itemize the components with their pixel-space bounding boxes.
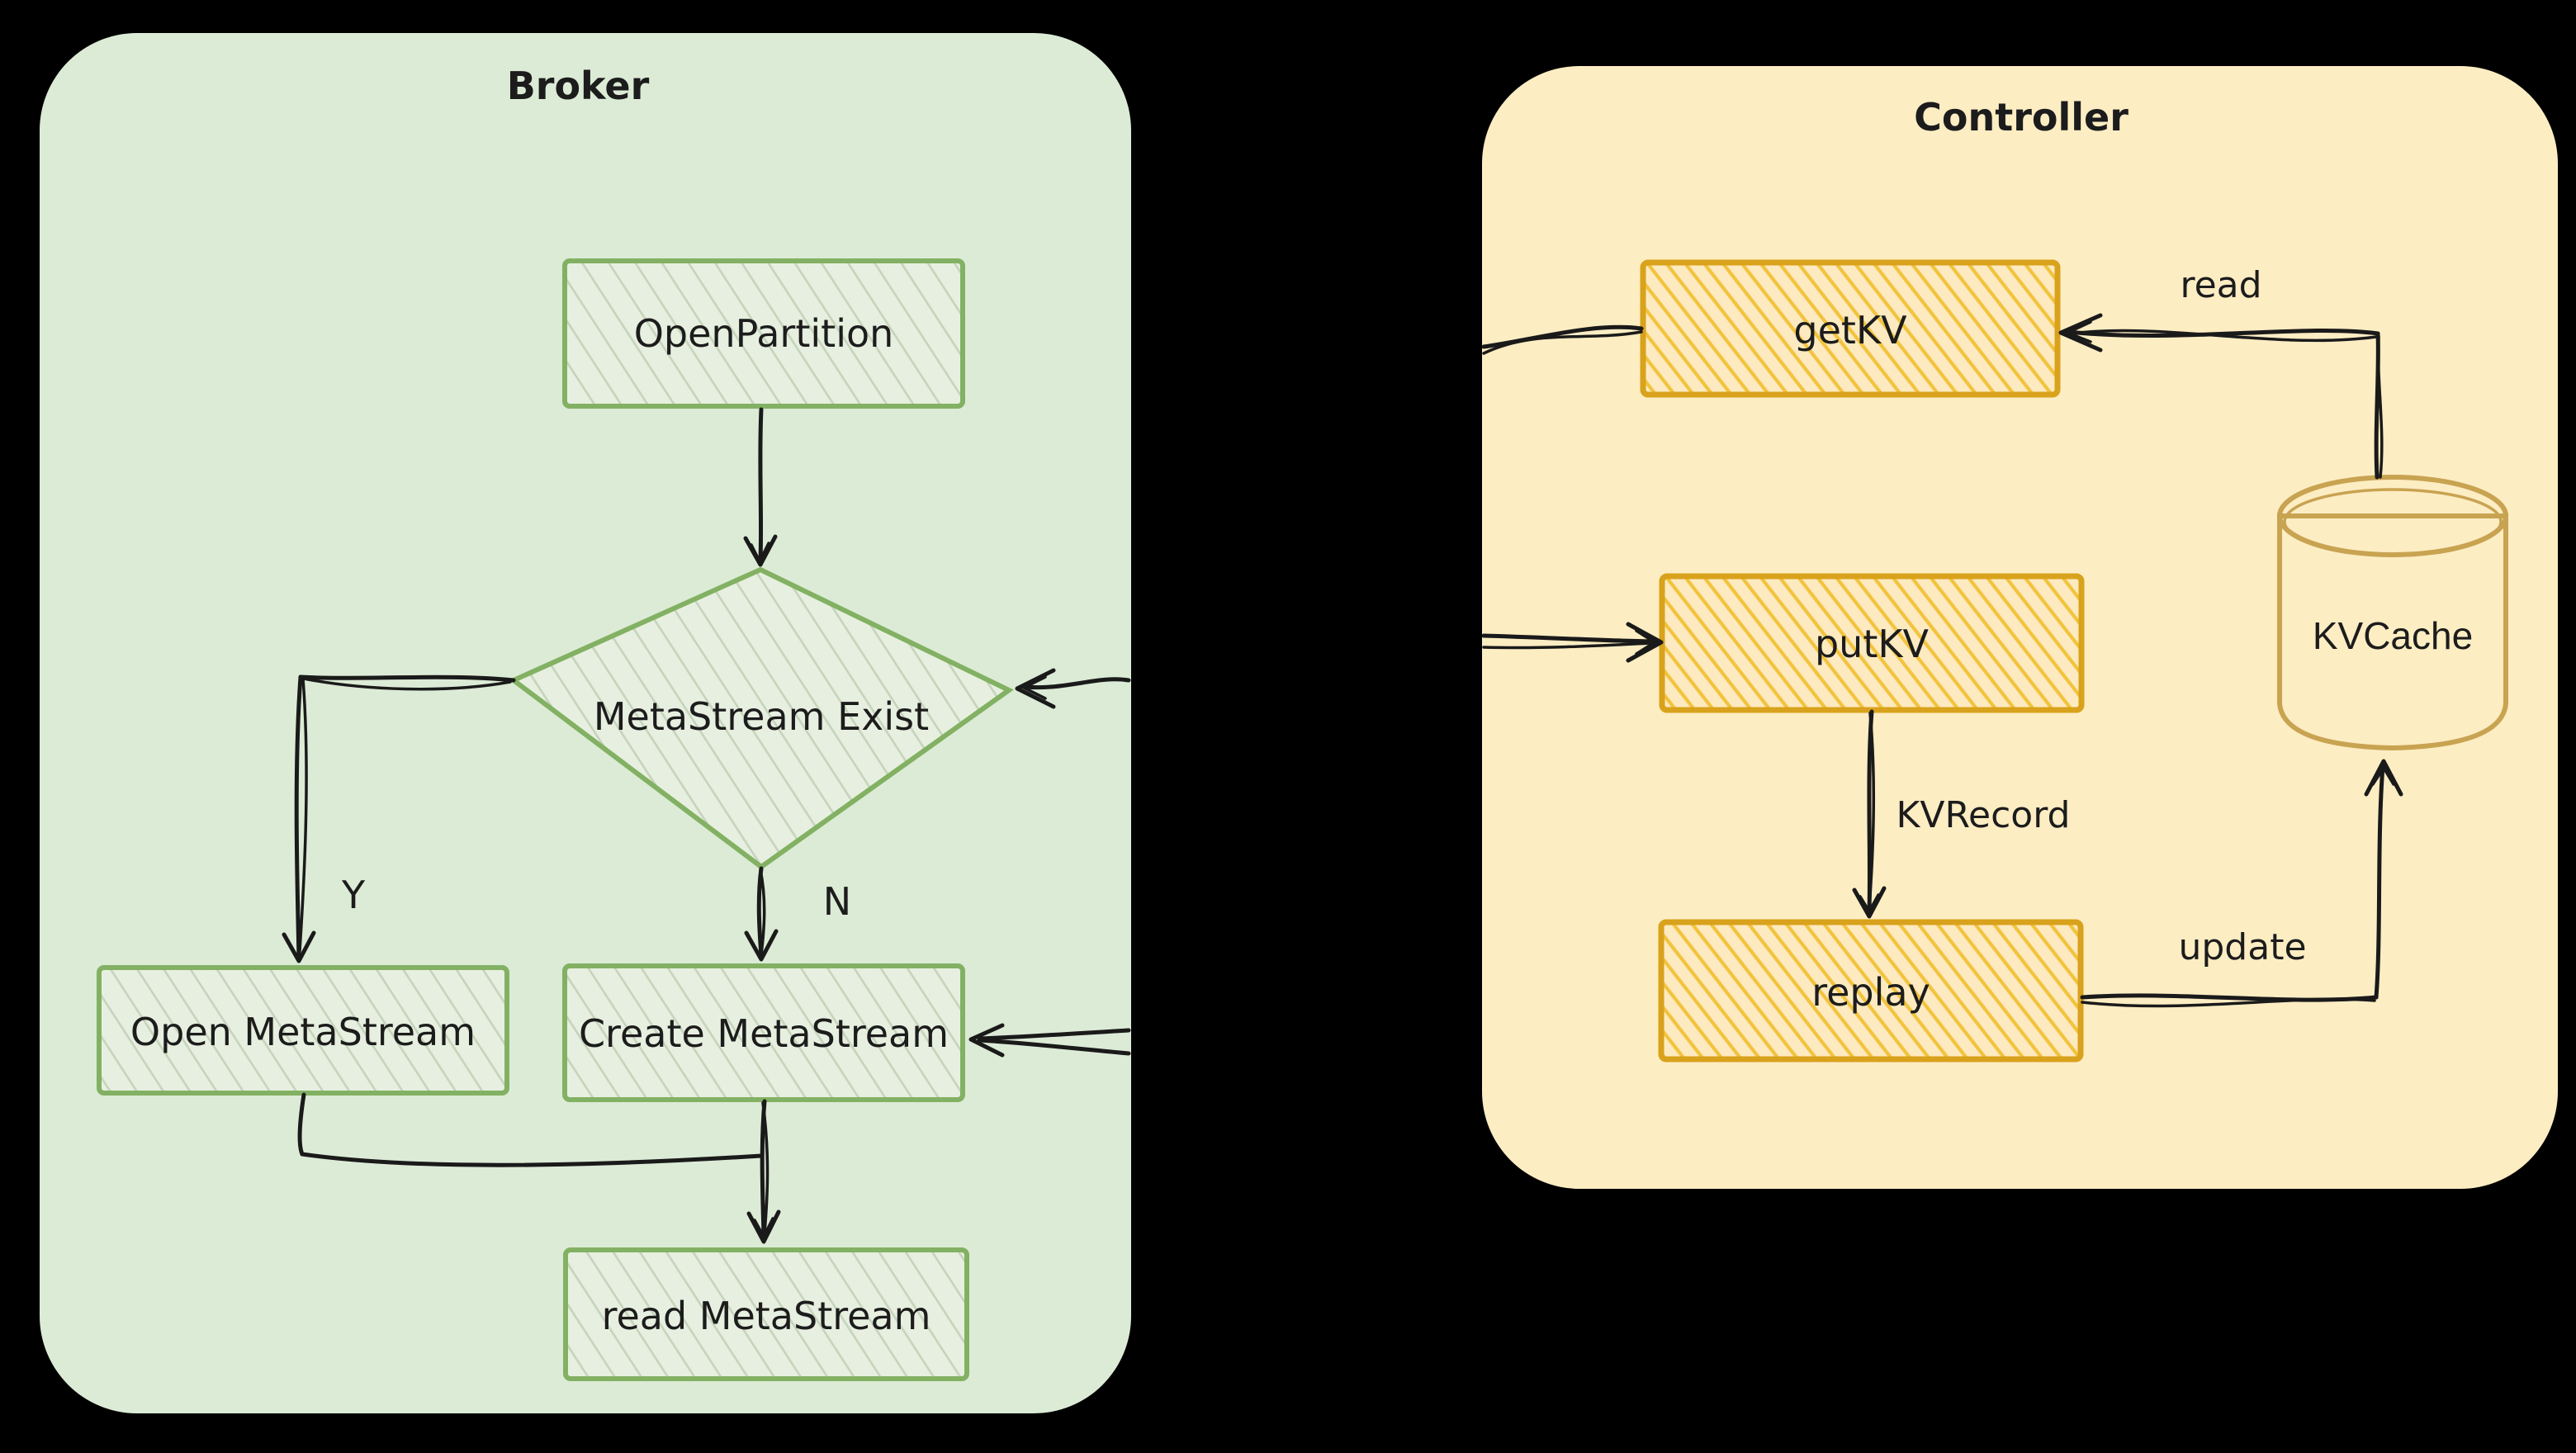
branch-label-no: N <box>823 879 851 924</box>
replay-label: replay <box>1811 970 1930 1015</box>
edge-label-read: read <box>2180 264 2261 306</box>
node-replay: replay <box>1658 919 2084 1063</box>
replay-box <box>1658 919 2084 1063</box>
node-open-metastream: Open MetaStream <box>97 965 509 1096</box>
arrow-kvcache-read-to-getkv <box>2058 313 2384 480</box>
kv-cache-body <box>2277 514 2508 751</box>
read-metastream-label: read MetaStream <box>602 1294 931 1338</box>
arrow-getkv-to-left-edge <box>1481 324 1644 355</box>
branch-label-yes: Y <box>341 873 366 917</box>
edge-label-kvrecord: KVRecord <box>1896 794 2071 836</box>
node-kv-cache-cylinder: KVCache <box>2277 475 2508 751</box>
arrow-external-to-exist <box>1015 668 1131 709</box>
edge-label-update: update <box>2178 926 2306 968</box>
node-open-partition: OpenPartition <box>562 258 965 409</box>
metastream-exist-label: MetaStream Exist <box>594 694 929 739</box>
create-metastream-label: Create MetaStream <box>579 1011 949 1056</box>
arrow-replay-update-to-kvcache <box>2080 759 2403 1008</box>
read-metastream-box <box>563 1247 969 1381</box>
arrow-create-metastream-to-read <box>746 1099 781 1244</box>
node-get-kv: getKV <box>1640 259 2061 398</box>
get-kv-label: getKV <box>1793 308 1907 353</box>
arrow-open-metastream-merge <box>297 1092 764 1167</box>
put-kv-label: putKV <box>1815 622 1930 666</box>
open-partition-box <box>562 258 965 409</box>
arrow-openpartition-to-exist <box>743 407 778 567</box>
broker-title: Broker <box>507 64 650 108</box>
arrow-exist-yes-to-open-metastream <box>282 674 516 963</box>
kv-cache-label: KVCache <box>2313 614 2473 657</box>
open-metastream-label: Open MetaStream <box>130 1010 476 1054</box>
open-partition-label: OpenPartition <box>634 311 894 356</box>
kv-cache-top-overdraw <box>2283 488 2503 556</box>
arrow-putkv-kvrecord-to-replay <box>1852 709 1887 919</box>
node-read-metastream: read MetaStream <box>563 1247 969 1381</box>
arrow-exist-no-to-create-metastream <box>744 866 779 962</box>
arrow-left-edge-to-putkv <box>1481 622 1664 663</box>
arrow-external-to-create-metastream <box>968 1023 1131 1058</box>
controller-title: Controller <box>1914 95 2129 140</box>
node-create-metastream: Create MetaStream <box>562 963 965 1102</box>
node-put-kv: putKV <box>1659 573 2085 713</box>
